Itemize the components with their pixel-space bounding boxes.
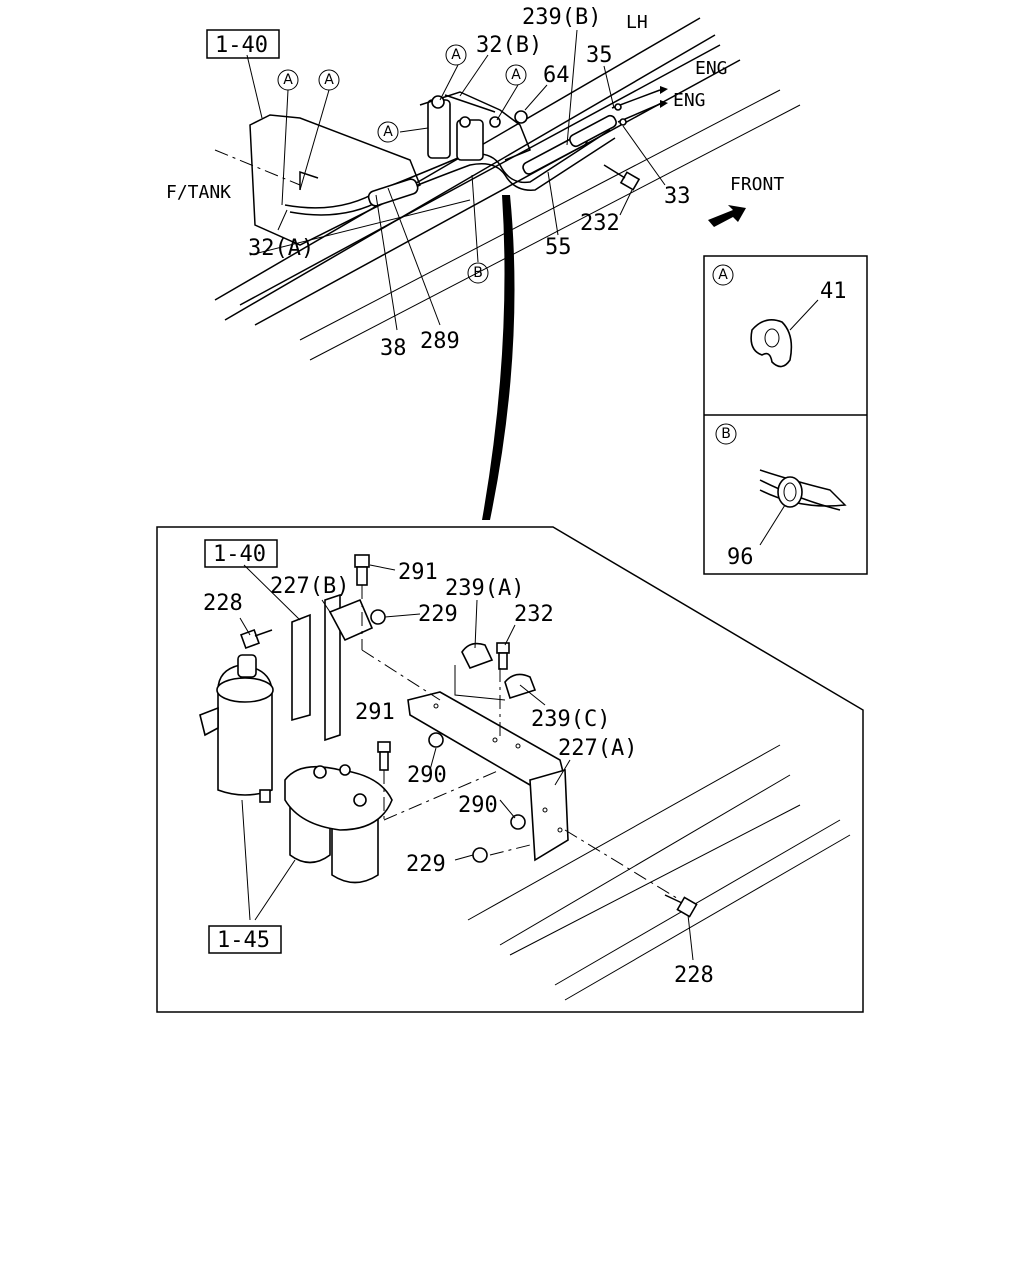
- label-35: 35: [586, 43, 613, 68]
- label-55: 55: [545, 235, 572, 260]
- label-eng-2: ENG: [673, 90, 706, 111]
- label-32a: 32(A): [248, 236, 314, 261]
- label-front: FRONT: [730, 174, 784, 195]
- label-291-top: 291: [398, 560, 438, 585]
- label-227b: 227(B): [270, 574, 349, 599]
- label-33: 33: [664, 184, 691, 209]
- ref-1-45: 1-45: [217, 928, 270, 953]
- label-eng-1: ENG: [695, 58, 728, 79]
- label-228-bottom: 228: [674, 963, 714, 988]
- overview-illustration: [214, 17, 801, 520]
- label-227a: 227(A): [558, 736, 637, 761]
- svg-text:A: A: [324, 72, 334, 88]
- svg-text:B: B: [473, 265, 483, 281]
- callout-a-2: A: [318, 69, 340, 91]
- ref-box-1-40-detail: [204, 539, 278, 568]
- label-232-top: 232: [580, 211, 620, 236]
- label-229-bottom: 229: [406, 852, 446, 877]
- label-228-left: 228: [203, 591, 243, 616]
- clip-41-illustration: [750, 299, 819, 368]
- callout-a-4: A: [505, 64, 527, 86]
- exploded-detail-frame: [156, 526, 864, 1013]
- callout-a-3: A: [445, 44, 467, 66]
- label-41: 41: [820, 279, 847, 304]
- callout-a-1: A: [277, 69, 299, 91]
- svg-text:A: A: [451, 47, 461, 63]
- label-239a: 239(A): [445, 576, 524, 601]
- label-239b: 239(B): [522, 5, 601, 30]
- ref-box-1-40-top: [206, 29, 280, 59]
- label-290-b: 290: [458, 793, 498, 818]
- label-32b: 32(B): [476, 33, 542, 58]
- ref-box-1-45: [208, 925, 282, 954]
- label-f-tank: F/TANK: [166, 182, 231, 203]
- label-lh: LH: [626, 12, 648, 33]
- label-290-a: 290: [407, 763, 447, 788]
- exploded-illustration: [199, 554, 851, 1001]
- svg-text:A: A: [383, 124, 393, 140]
- svg-text:A: A: [283, 72, 293, 88]
- callout-b-1: B: [467, 262, 489, 284]
- callout-a-detail: A: [712, 264, 734, 286]
- label-64: 64: [543, 63, 570, 88]
- label-38: 38: [380, 336, 407, 361]
- svg-text:B: B: [721, 426, 731, 442]
- label-239c: 239(C): [531, 707, 610, 732]
- label-289: 289: [420, 329, 460, 354]
- callout-b-detail: B: [715, 423, 737, 445]
- ref-1-40-detail: 1-40: [213, 542, 266, 567]
- label-232-detail: 232: [514, 602, 554, 627]
- label-96: 96: [727, 545, 754, 570]
- clamp-96-illustration: [759, 469, 847, 546]
- ref-1-40-top: 1-40: [215, 33, 268, 58]
- callout-a-5: A: [377, 121, 399, 143]
- svg-text:A: A: [718, 267, 728, 283]
- label-291-mid: 291: [355, 700, 395, 725]
- svg-text:A: A: [511, 67, 521, 83]
- label-229-top: 229: [418, 602, 458, 627]
